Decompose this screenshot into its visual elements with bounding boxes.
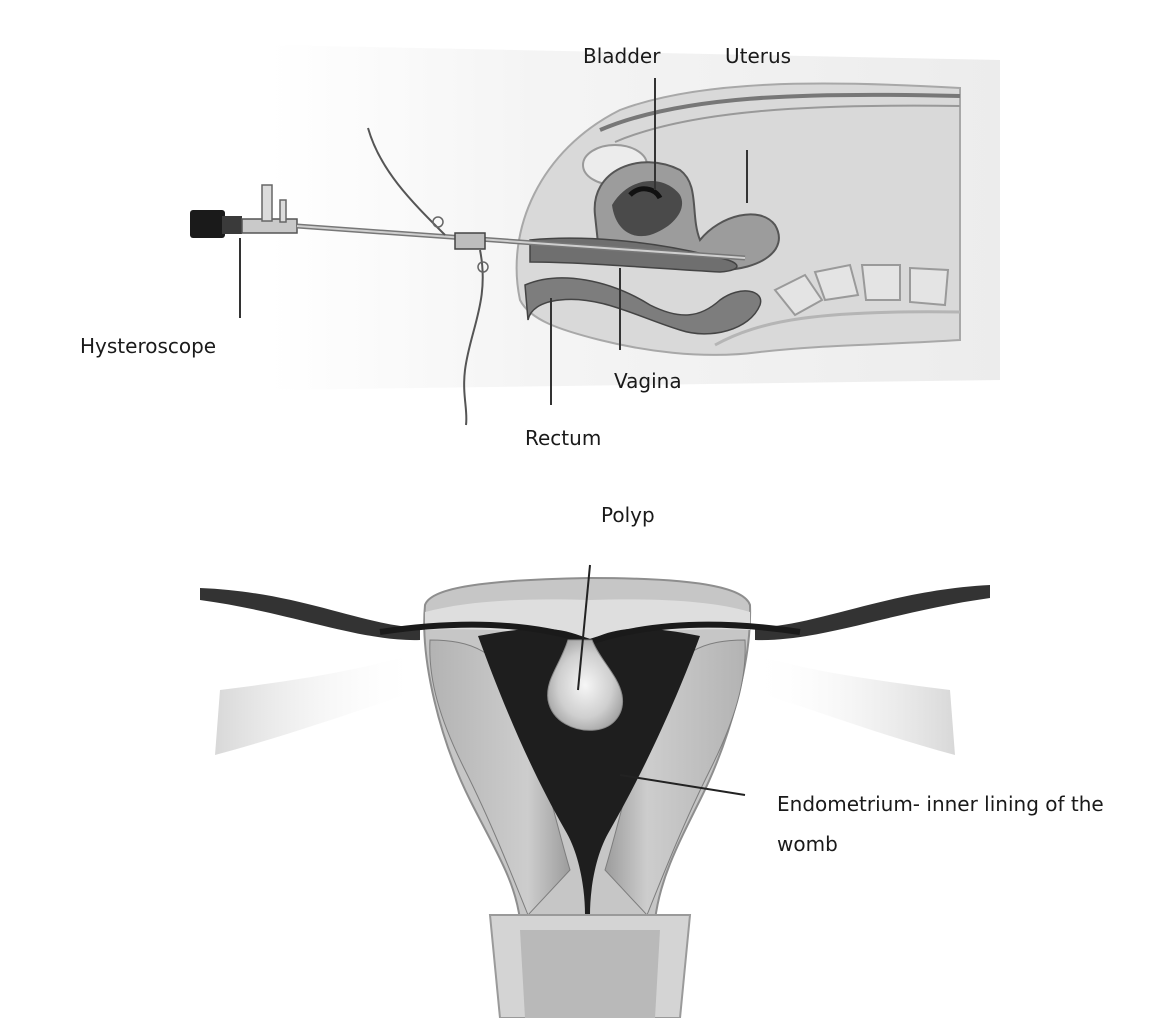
label-bladder: Bladder bbox=[583, 43, 660, 69]
label-rectum: Rectum bbox=[525, 425, 601, 451]
label-uterus: Uterus bbox=[725, 43, 791, 69]
label-vagina: Vagina bbox=[614, 368, 682, 394]
sagittal-view bbox=[190, 45, 1000, 425]
label-endometrium: Endometrium- inner lining of the womb bbox=[777, 784, 1137, 864]
label-polyp: Polyp bbox=[601, 502, 655, 528]
label-hysteroscope: Hysteroscope bbox=[80, 333, 216, 359]
